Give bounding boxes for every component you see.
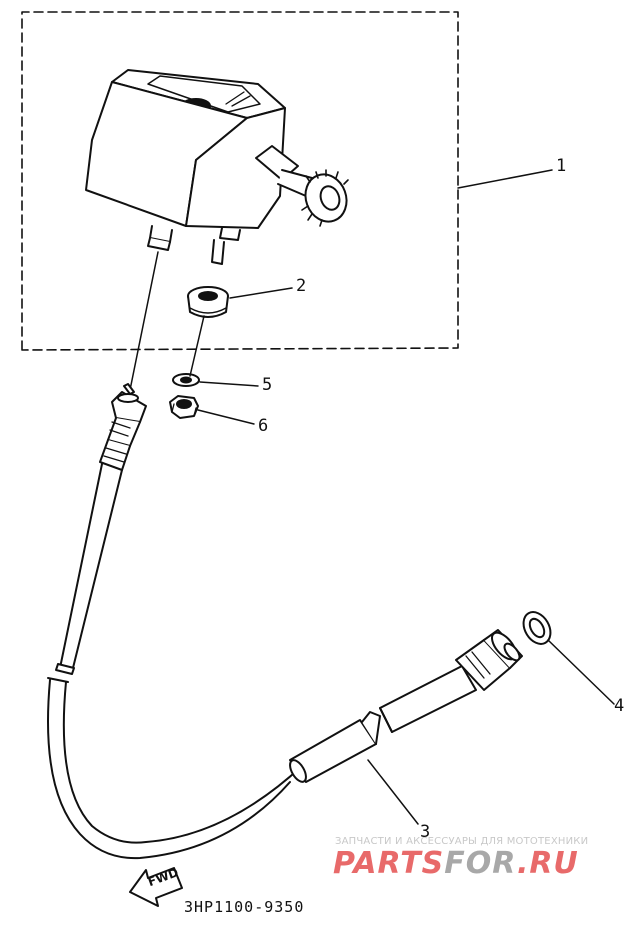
callout-5: 5 [262, 375, 273, 395]
fwd-arrow [129, 867, 183, 907]
watermark-brand-parts: PARTS [333, 846, 445, 881]
nut [169, 395, 199, 419]
washer [172, 373, 200, 387]
callout-1: 1 [556, 156, 567, 176]
callout-2: 2 [296, 276, 307, 296]
watermark-subtitle: ЗАПЧАСТИ И АКСЕССУАРЫ ДЛЯ МОТОТЕХНИКИ [335, 836, 589, 847]
watermark-brand-for: FOR [444, 846, 517, 881]
assembly-lines [129, 251, 205, 391]
main-cable [47, 629, 523, 860]
callout-3: 3 [420, 822, 431, 842]
leader-4 [547, 639, 615, 705]
part-code: 3HP1100-9350 [184, 898, 305, 916]
upper-cable-end [55, 383, 147, 675]
o-ring [522, 611, 552, 645]
callout-4: 4 [614, 696, 625, 716]
assembly-frame [21, 11, 459, 351]
leader-2 [229, 287, 293, 299]
watermark-brand: PARTSFOR.RU [333, 849, 579, 879]
leader-1 [457, 169, 553, 189]
callout-6: 6 [258, 416, 269, 436]
watermark-brand-tld: .RU [516, 846, 579, 881]
reset-knob [255, 145, 349, 227]
leader-5 [199, 381, 259, 387]
leader-3 [367, 759, 419, 825]
leader-lines [197, 169, 615, 825]
leader-6 [197, 409, 255, 425]
meter-unit [85, 69, 286, 265]
grommet [187, 286, 229, 318]
